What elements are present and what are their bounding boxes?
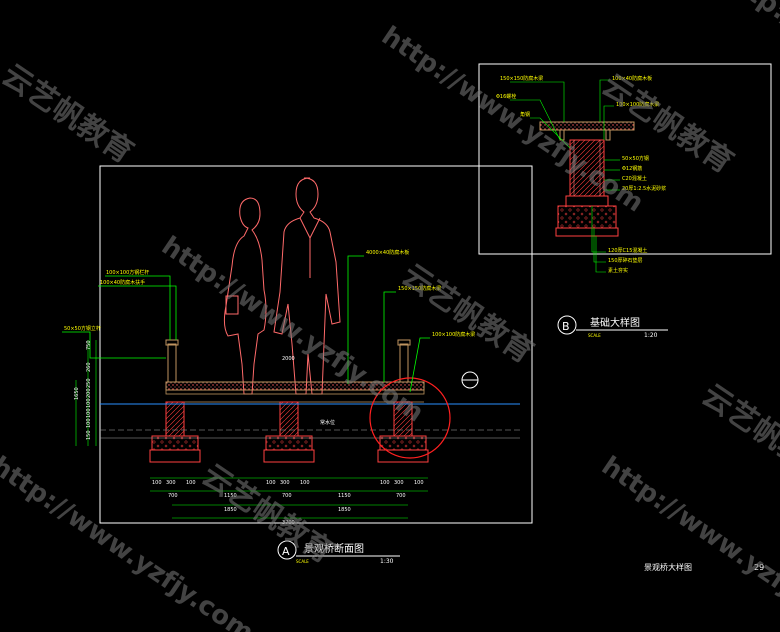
note-text: Φ16螺栓 [496, 93, 516, 100]
left-dimension-chain [75, 340, 97, 446]
dimension-text: 700 [168, 493, 178, 499]
dimension-text: 750 [86, 340, 92, 350]
drawing-a-scale-word: SCALE [296, 559, 309, 564]
dimension-text: 300 [166, 480, 176, 486]
note-text: 4000×40防腐木板 [366, 249, 409, 256]
foundation-detail [539, 121, 635, 237]
watermark-url: http://www.yzfjy.com [596, 451, 780, 632]
drawing-a-frame [99, 165, 533, 524]
dimension-text: 700 [396, 493, 406, 499]
page-number: 29 [754, 563, 764, 572]
span-label: 2000 [282, 356, 295, 362]
dimension-text: 100 [300, 480, 310, 486]
pier-left [149, 401, 201, 463]
pier-right [377, 401, 429, 463]
note-text: 角钢 [520, 111, 530, 118]
leader-lines-a [62, 255, 430, 393]
watermark-name: 云艺帆教育 [196, 458, 340, 571]
dimension-text: 1150 [224, 493, 237, 499]
note-text: Φ12钢筋 [622, 165, 642, 172]
dims-bottom: 100 300 100 100 300 100 100 300 100 700 1150 700 115… [152, 480, 424, 526]
dimension-text: 100 [86, 418, 92, 428]
drawing-a-title-block: A 景观桥断面图 SCALE 1:30 [277, 540, 400, 565]
dimension-text: 1850 [338, 507, 351, 513]
leader-lines-b [510, 79, 620, 273]
notes-a: 100×100方钢栏杆 100×40防腐木扶手 50×50方钢立杆 4000×40防腐… [64, 249, 475, 338]
railing-left [165, 339, 179, 383]
dimension-text: 100 [152, 480, 162, 486]
drawing-a-scale: 1:30 [380, 558, 394, 565]
dimension-text: 200 [86, 388, 92, 398]
dimension-total: 3700 [282, 520, 295, 526]
note-text: 120厚C15混凝土 [608, 247, 647, 254]
drawing-b-marker: B [562, 320, 570, 333]
note-text: 50×50方钢 [622, 155, 649, 162]
dimension-text: 700 [282, 493, 292, 499]
dimension-text: 100 [86, 408, 92, 418]
pier-center [263, 401, 315, 463]
dimension-text: 1850 [224, 507, 237, 513]
dimension-text: 260 [86, 362, 92, 372]
watermark-name: 云艺帆教育 [0, 58, 139, 171]
dimension-text: 250 [86, 378, 92, 388]
dimension-text: 100 [380, 480, 390, 486]
section-marker-small [461, 371, 479, 389]
dimension-text: 100 [86, 398, 92, 408]
water-label: 常水位 [320, 419, 335, 426]
note-text: 20厚1:2.5水泥砂浆 [622, 185, 666, 192]
dimension-text: 1150 [338, 493, 351, 499]
watermark-url: http://www.yzfjy.com [716, 0, 780, 158]
sheet-title: 景观桥大样图 [644, 562, 692, 572]
railing-right [397, 339, 411, 383]
note-text: C20混凝土 [622, 175, 647, 182]
note-text: 100×100防腐木梁 [432, 331, 475, 338]
note-text: 100×100方钢栏杆 [106, 269, 149, 276]
dimension-text: 300 [394, 480, 404, 486]
note-text: 100×40防腐木扶手 [100, 279, 145, 286]
watermark-name: 云艺帆教育 [696, 378, 780, 491]
drawing-b-title: 基础大样图 [590, 316, 640, 329]
drawing-a-title: 景观桥断面图 [304, 542, 364, 555]
dimension-text: 150 [86, 430, 92, 440]
drawing-b-title-block: B 基础大样图 SCALE 1:20 [557, 315, 668, 339]
drawing-a-marker: A [282, 545, 290, 558]
dimension-text: 300 [280, 480, 290, 486]
bottom-dimension-chain [150, 477, 428, 519]
note-text: 100×100防腐木梁 [616, 101, 659, 108]
watermark-url: http://www.yzfjy.com [156, 231, 429, 429]
drawing-b-scale-word: SCALE [588, 333, 601, 338]
note-text: 150×150防腐木梁 [500, 75, 543, 82]
water-line [100, 403, 520, 439]
detail-callout-circle [369, 377, 451, 459]
watermark-url: http://www.yzfjy.com [376, 21, 649, 219]
note-text: 150厚碎石垫层 [608, 257, 643, 264]
dimension-text: 100 [414, 480, 424, 486]
dimension-text: 1650 [74, 387, 80, 400]
drawing-b-frame [478, 63, 772, 255]
note-text: 150×150防腐木梁 [398, 285, 441, 292]
note-text: 50×50方钢立杆 [64, 325, 101, 332]
dimension-text: 100 [186, 480, 196, 486]
note-text: 100×40防腐木板 [612, 75, 652, 82]
note-text: 素土夯实 [608, 267, 628, 274]
drawing-b-scale: 1:20 [644, 332, 658, 339]
dimension-text: 100 [266, 480, 276, 486]
